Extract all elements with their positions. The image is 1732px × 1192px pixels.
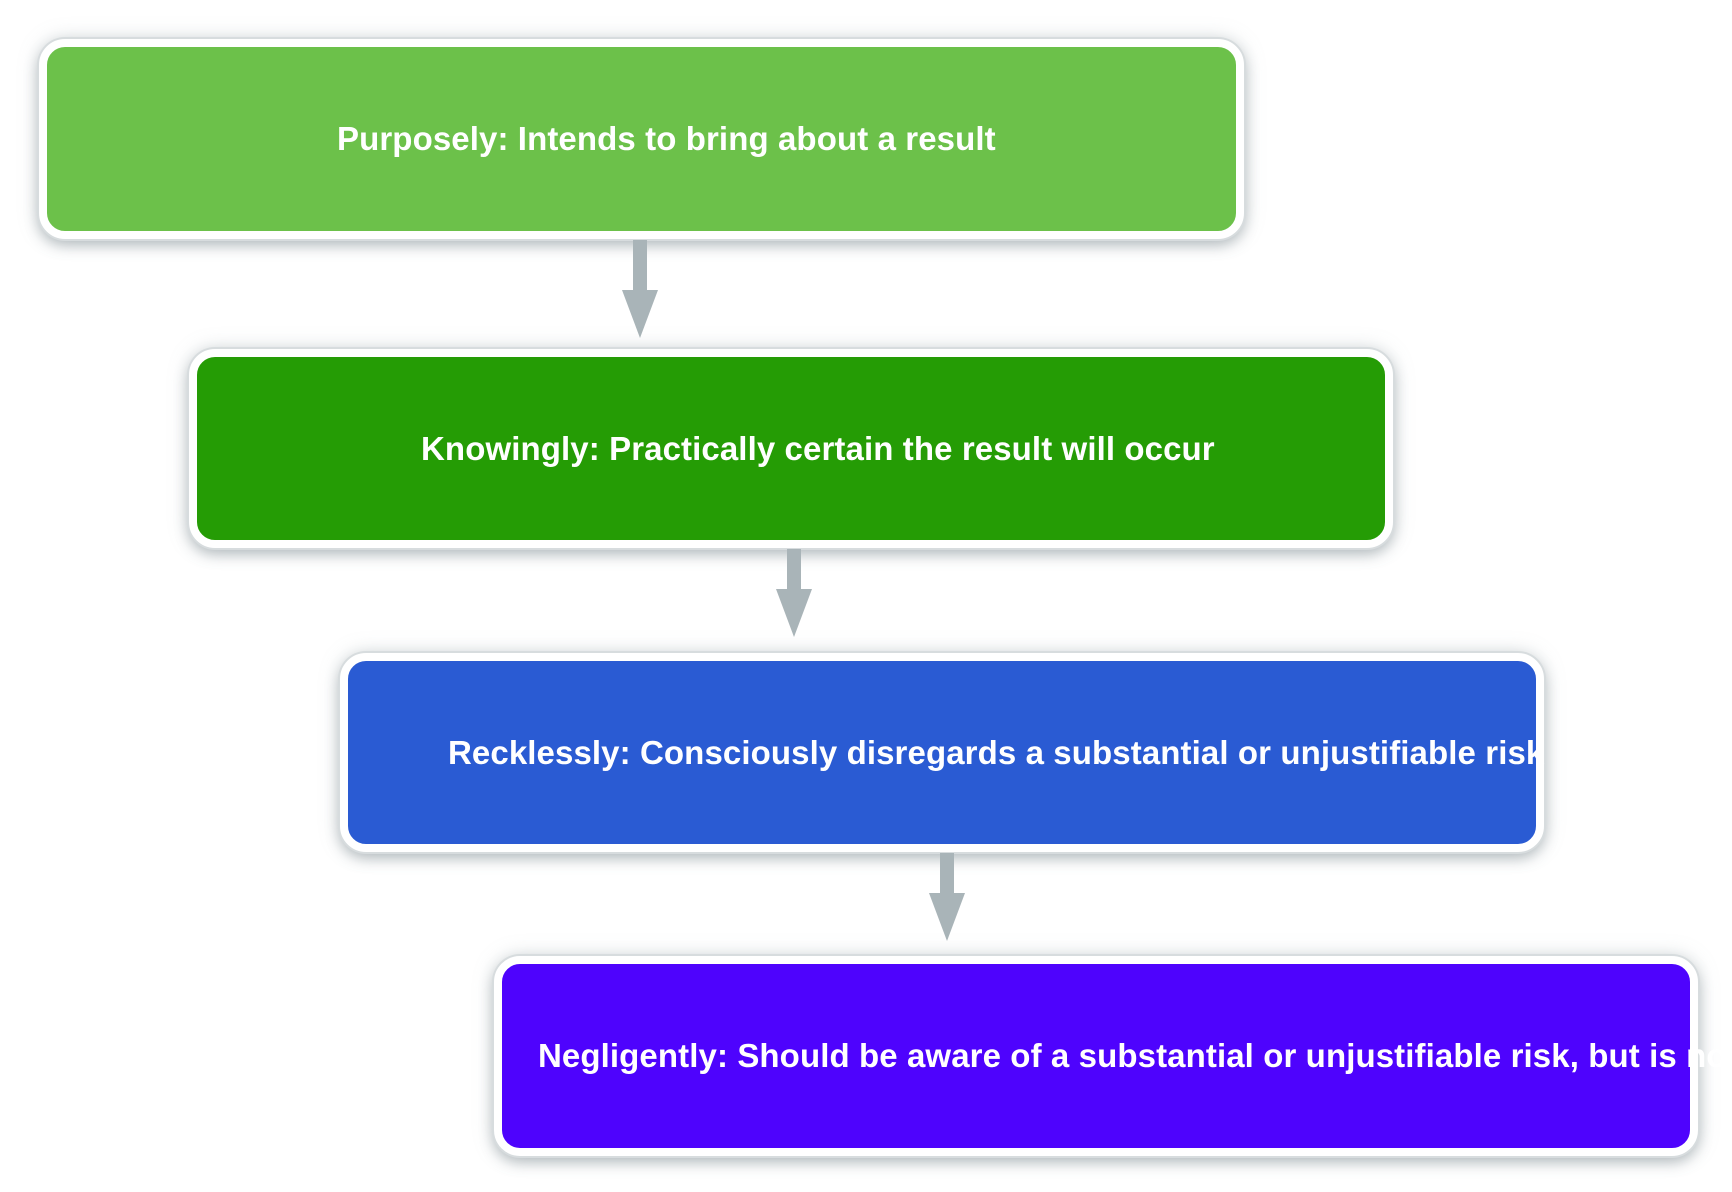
box-purposely: Purposely: Intends to bring about a resu… [39,39,1244,239]
arrow-recklessly-to-negligently [929,853,965,941]
box-recklessly-label: Recklessly: Consciously disregards a sub… [448,733,1545,771]
arrow-knowingly-to-recklessly [776,549,812,637]
box-negligently-label: Negligently: Should be aware of a substa… [538,1037,1732,1074]
box-negligently: Negligently: Should be aware of a substa… [494,956,1732,1156]
box-recklessly: Recklessly: Consciously disregards a sub… [340,653,1544,852]
box-knowingly-label: Knowingly: Practically certain the resul… [421,429,1215,467]
box-knowingly: Knowingly: Practically certain the resul… [189,349,1393,548]
arrow-purposely-to-knowingly [622,240,658,338]
box-purposely-label: Purposely: Intends to bring about a resu… [337,120,996,157]
